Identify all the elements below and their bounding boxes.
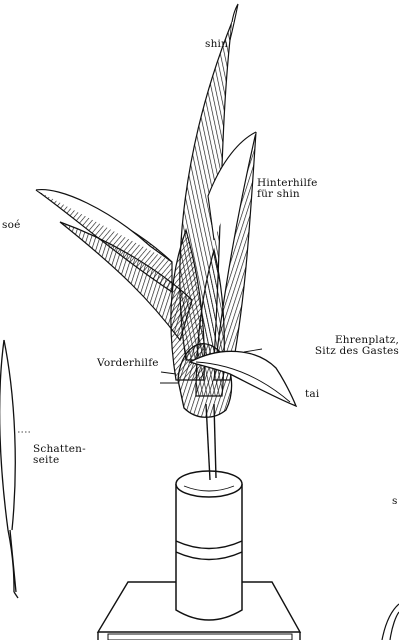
label-soe: soé	[2, 220, 21, 231]
leaf-corner-fragment	[382, 604, 399, 640]
vase	[176, 471, 242, 620]
label-fragment-right: s	[392, 496, 398, 507]
label-schattenseite: Schatten- seite	[33, 444, 86, 466]
label-tai: tai	[305, 389, 319, 400]
label-hinterhilfe: Hinterhilfe für shin	[257, 178, 318, 200]
label-ehrenplatz: Ehrenplatz, Sitz des Gastes	[266, 335, 399, 357]
label-vorderhilfe: Vorderhilfe	[97, 358, 159, 369]
label-ehrenplatz-line2: Sitz des Gastes	[266, 346, 399, 357]
label-shin: shin	[205, 39, 228, 50]
leaf-side-sketch	[0, 340, 30, 598]
label-hinterhilfe-line2: für shin	[257, 189, 318, 200]
base-board-label	[108, 634, 292, 640]
label-schattenseite-line2: seite	[33, 455, 86, 466]
